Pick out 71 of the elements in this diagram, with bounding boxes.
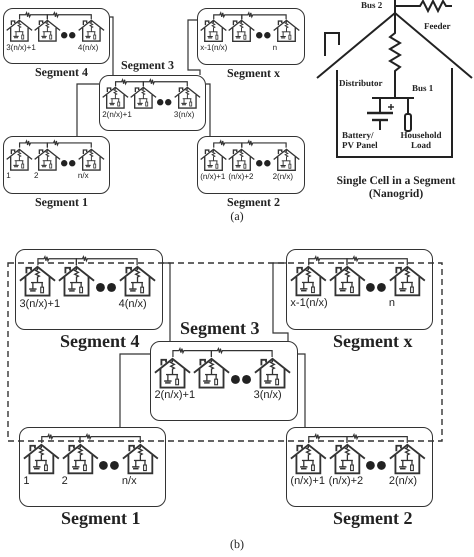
house-number: 4(n/x) [118, 298, 147, 310]
bus-wire [210, 346, 273, 357]
connecting-wire [272, 262, 289, 341]
connecting-wire [110, 16, 114, 75]
bus-wire [41, 432, 81, 443]
house-number: x-1(n/x) [290, 297, 328, 310]
part-label: Household Load [399, 131, 442, 151]
bus-wire [241, 139, 287, 148]
house-number: 2 [34, 171, 38, 180]
house-number: 2(n/x)+1 [102, 110, 132, 119]
bus-wire [346, 432, 408, 443]
bus-wire [46, 139, 92, 148]
house-number: 3(n/x) [174, 110, 194, 119]
segment-title: Segment 3 [180, 318, 260, 339]
bus-wire [142, 78, 188, 86]
part-label: Bus 2 [361, 1, 384, 11]
panel-caption: (a) [229, 210, 245, 224]
bus-wire [18, 11, 48, 20]
segment-title: Segment 2 [227, 195, 280, 210]
house-number: (n/x)+1 [200, 172, 226, 181]
house-number: (n/x)+2 [228, 172, 254, 181]
bus-wire [76, 255, 138, 266]
bus-wire [213, 139, 242, 148]
part-label: Bus 1 [412, 84, 434, 94]
panel-caption: (b) [229, 538, 245, 552]
house-number: (n/x)+1 [290, 475, 325, 488]
house-number: 4(n/x) [78, 42, 98, 52]
bus-wire [213, 11, 242, 20]
house-number: 1 [23, 475, 30, 488]
connecting-wire [206, 83, 211, 136]
bus-wire [308, 432, 348, 443]
house-number: n [272, 43, 278, 52]
part-label: Battery/ PV Panel [342, 131, 379, 151]
house-number: 3(n/x)+1 [6, 42, 36, 52]
connecting-wire [76, 83, 99, 136]
connecting-wire [163, 262, 171, 341]
house-number: 2(n/x) [272, 172, 294, 181]
house-number: 2 [62, 475, 68, 488]
bus-wire [172, 346, 212, 357]
bus-wire [346, 255, 408, 266]
house-number: 3(n/x)+1 [19, 298, 60, 310]
bus-wire [308, 255, 348, 266]
bus-wire [114, 78, 144, 86]
connecting-wire [298, 353, 306, 427]
bus-wire [241, 11, 287, 20]
bus-wire [37, 255, 77, 266]
segment-title: Segment 4 [35, 65, 88, 80]
connecting-wire [119, 353, 150, 427]
segment-title: Segment 4 [60, 331, 140, 352]
figure-caption: Single Cell in a Segment (Nanogrid) [336, 175, 456, 200]
segment-title: Segment x [227, 66, 280, 81]
house-number: x-1(n/x) [200, 43, 228, 52]
bus-wire [18, 139, 48, 148]
house-number: 2(n/x) [388, 475, 418, 488]
segment-title: Segment 3 [121, 58, 174, 73]
house-number: n [388, 297, 396, 310]
bus-wire [79, 432, 141, 443]
part-label: Distributor [339, 79, 384, 89]
house-number: 2(n/x)+1 [154, 389, 196, 402]
house-number: 1 [6, 171, 11, 180]
part-label: Feeder [424, 22, 452, 32]
house-number: n/x [78, 171, 89, 180]
segment-title: Segment 1 [61, 508, 140, 529]
house-number: n/x [122, 475, 137, 488]
connecting-wire [187, 19, 201, 75]
bus-wire [46, 11, 92, 20]
segment-title: Segment x [333, 331, 412, 352]
house-number: 3(n/x) [254, 389, 282, 402]
segment-title: Segment 2 [333, 508, 412, 529]
segment-title: Segment 1 [35, 195, 88, 210]
house-number: (n/x)+2 [328, 475, 364, 488]
